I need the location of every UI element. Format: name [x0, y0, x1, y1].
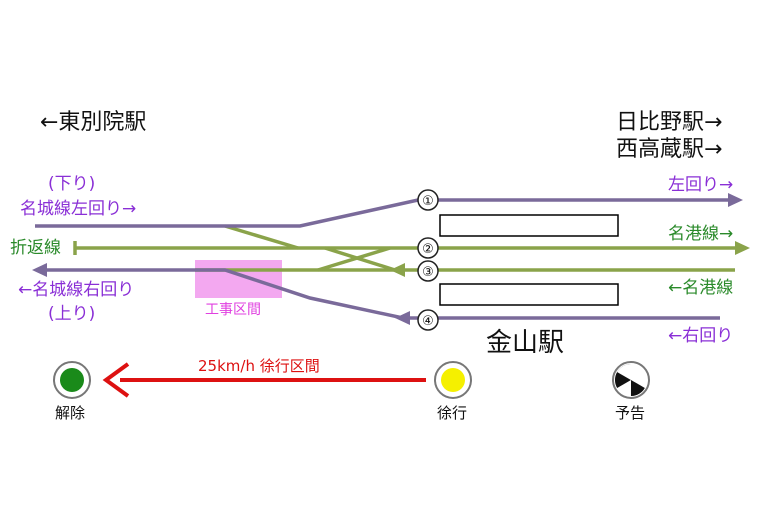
platform-2-number: ② — [422, 242, 434, 257]
platform-lower — [439, 283, 619, 306]
arrow-meiko-out — [735, 241, 750, 255]
label-up: (上り) — [48, 304, 96, 324]
track-crossover-c — [317, 246, 391, 272]
track-crossover-b — [324, 246, 396, 272]
label-meiko-in: ←名港線 — [668, 278, 734, 298]
station-name: 金山駅 — [486, 328, 565, 358]
signal-slow-label: 徐行 — [437, 404, 468, 422]
track-migi-mawari — [40, 268, 720, 320]
label-slow-section: 25km/h 徐行区間 — [198, 357, 320, 375]
label-construction: 工事区間 — [205, 302, 261, 318]
label-meijo-right: ←名城線右回り — [18, 280, 135, 300]
arrow-hidari-end — [728, 193, 743, 207]
label-turnback: 折返線 — [10, 238, 61, 258]
destination-left: ←東別院駅 — [40, 110, 147, 135]
arrow-migi-mid — [395, 311, 410, 325]
platform-1-circle — [417, 189, 439, 211]
platform-4-circle — [417, 309, 439, 331]
arrow-migi-end — [32, 263, 47, 277]
signal-advance — [612, 361, 650, 399]
platform-upper — [439, 214, 619, 237]
track-hidari-mawari — [35, 198, 735, 228]
construction-zone — [195, 260, 282, 298]
platform-2-circle — [417, 237, 439, 259]
label-meijo-left: 名城線左回り→ — [20, 199, 137, 219]
signal-slow-light — [441, 368, 465, 392]
slow-section-arrowhead — [102, 362, 130, 398]
platform-3-circle — [417, 260, 439, 282]
label-down: (下り) — [48, 174, 96, 194]
platform-1-number: ① — [422, 194, 434, 209]
label-meiko-out: 名港線→ — [668, 224, 734, 244]
arrow-meiko-in — [390, 263, 405, 277]
signal-advance-label: 予告 — [615, 404, 646, 422]
destination-right-2: 西高蔵駅→ — [616, 137, 723, 162]
signal-release-light — [60, 368, 84, 392]
platform-4-number: ④ — [422, 314, 434, 329]
label-hidari-mawari: 左回り→ — [668, 175, 734, 195]
signal-release-label: 解除 — [55, 404, 86, 422]
platform-3-number: ③ — [422, 265, 434, 280]
destination-right-1: 日比野駅→ — [616, 110, 723, 135]
label-migi-mawari: ←右回り — [668, 326, 734, 346]
track-crossover-a — [224, 224, 299, 250]
